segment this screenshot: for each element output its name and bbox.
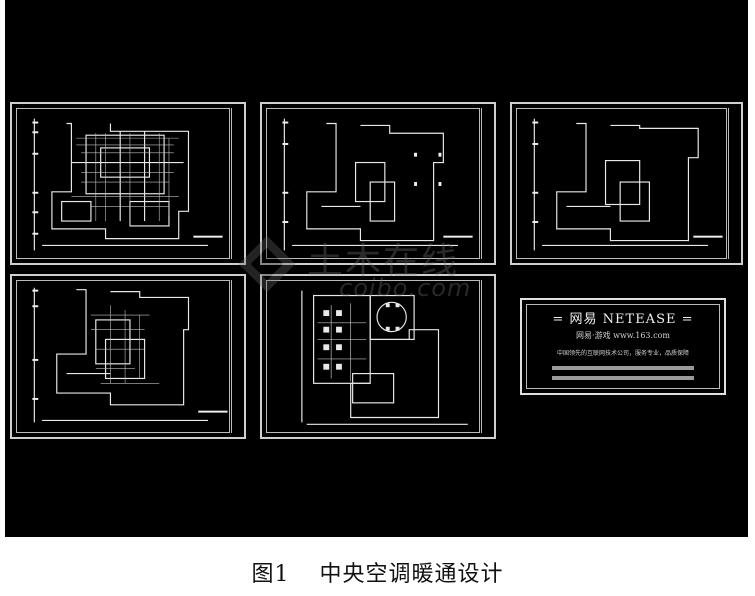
netease-title: = 网易 NETEASE = xyxy=(552,312,694,327)
watermark-logo-icon xyxy=(238,235,296,293)
title-block xyxy=(481,280,491,433)
netease-bar-1 xyxy=(552,366,694,370)
netease-description: 中国领先的互联网技术公司，服务专业，品质保障 xyxy=(556,350,689,357)
watermark: 土木在线 coibo.com xyxy=(237,232,527,312)
floor-plan-2 xyxy=(282,118,473,251)
figure-title: 中央空调暖通设计 xyxy=(319,562,504,587)
title-block xyxy=(231,280,241,433)
drawing-sheet-1 xyxy=(10,102,246,265)
room-detail-plan xyxy=(301,290,468,425)
netease-info-panel: = 网易 NETEASE = 网易·游戏 www.163.com 中国领先的互联… xyxy=(520,298,726,395)
cad-drawing-canvas: = 网易 NETEASE = 网易·游戏 www.163.com 中国领先的互联… xyxy=(5,0,748,537)
figure-label: 图1 xyxy=(251,562,290,587)
drawing-sheet-2 xyxy=(260,102,496,265)
figure-caption: 图1 中央空调暖通设计 xyxy=(0,556,755,588)
title-block xyxy=(481,108,491,259)
watermark-text: 土木在线 xyxy=(307,241,460,282)
netease-bar-2 xyxy=(552,376,694,380)
floor-plan-3 xyxy=(532,118,723,251)
title-block xyxy=(231,108,241,259)
floor-plan-4 xyxy=(32,287,228,423)
netease-subtitle: 网易·游戏 www.163.com xyxy=(576,331,670,340)
floor-plan-1 xyxy=(32,118,223,251)
drawing-sheet-4 xyxy=(10,274,246,439)
drawing-sheet-5 xyxy=(260,274,496,439)
watermark-url: coibo.com xyxy=(339,274,472,302)
title-block xyxy=(728,108,738,259)
drawing-sheet-3 xyxy=(510,102,743,265)
